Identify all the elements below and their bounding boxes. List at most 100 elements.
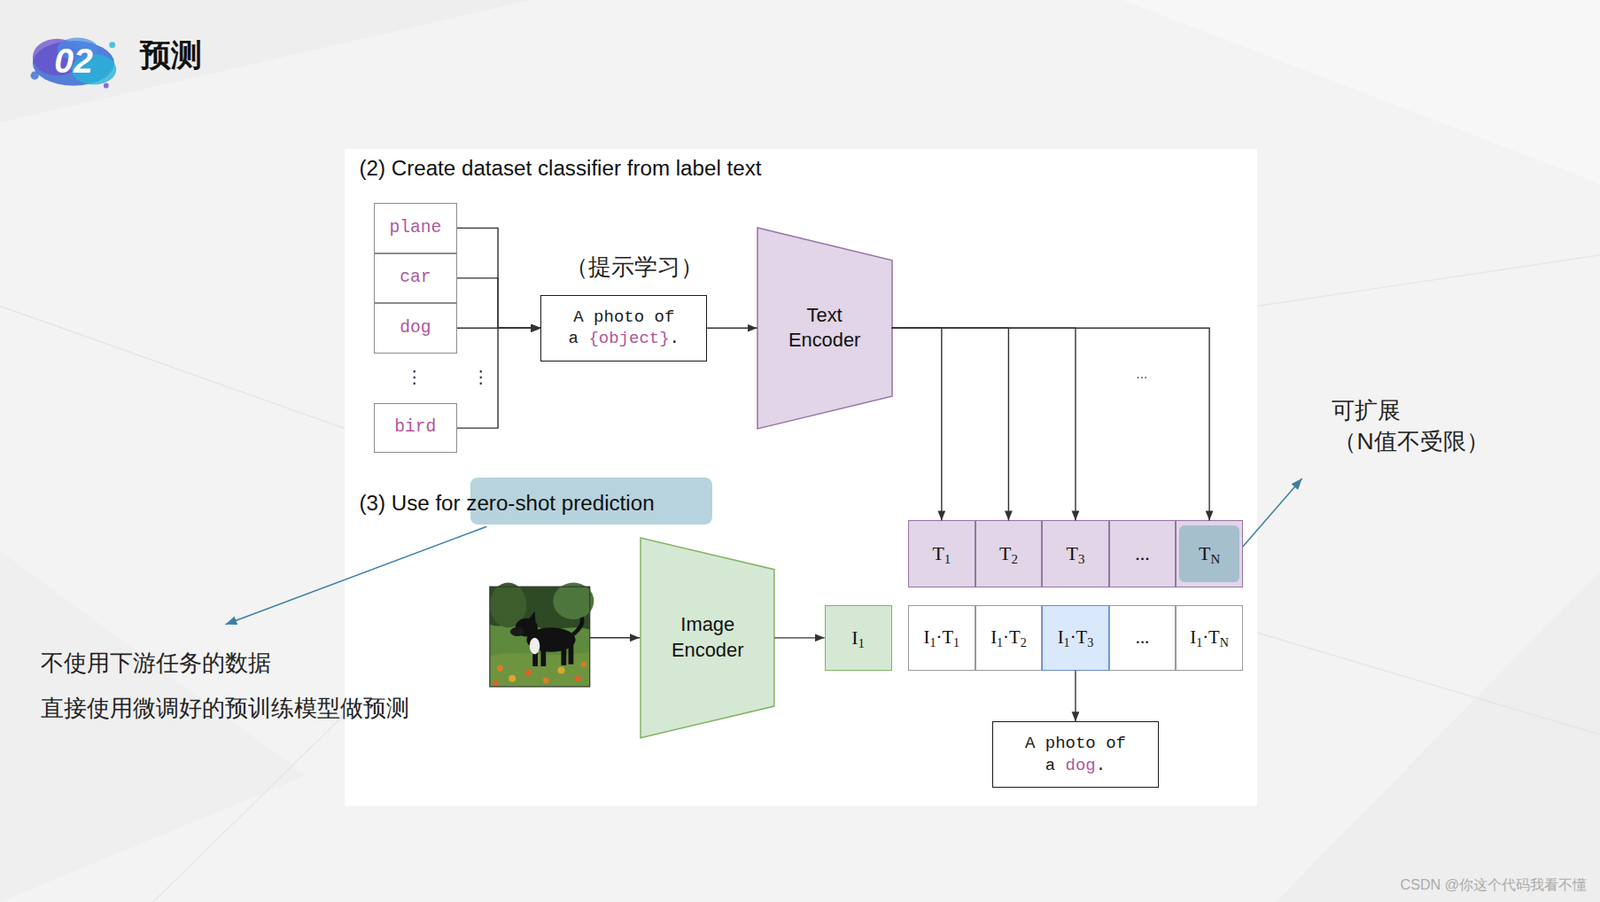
photo-flower: [508, 675, 516, 683]
node-text: dog: [399, 317, 431, 340]
callout-note: 直接使用微调好的预训练模型做预测: [40, 695, 410, 724]
photo-frame: [489, 586, 591, 687]
node-text: ...: [1135, 625, 1150, 650]
paper-crease: [1257, 255, 1600, 307]
class-label-box: bird: [373, 403, 458, 453]
node-text: I1·TN: [1189, 625, 1229, 650]
similarity-cell: ...: [1109, 605, 1177, 671]
node-text: I1·T3: [1057, 625, 1095, 650]
annotation: （提示学习）: [565, 253, 704, 282]
similarity-cell: I1·TN: [1175, 605, 1243, 671]
text-embedding-cell: T2: [975, 520, 1043, 588]
figure-panel: [344, 148, 1258, 807]
photo-flower: [497, 665, 504, 672]
dog-chest: [529, 637, 541, 654]
dog-snout: [510, 627, 525, 637]
photo-flower: [574, 675, 581, 682]
similarity-cell: I1·T3: [1041, 605, 1110, 671]
image-embedding-box: I1: [824, 605, 893, 671]
trapezoid-shape: [757, 227, 893, 429]
node-text: ...: [1134, 541, 1150, 567]
image-arrow: [590, 636, 640, 638]
node-text: T3: [1066, 541, 1086, 567]
ellipsis: ⋮: [405, 366, 424, 388]
class-label-box: dog: [373, 302, 458, 353]
ellipsis: ⋮: [472, 366, 490, 388]
photo-trees: [552, 582, 594, 620]
paper-crease: [0, 0, 531, 123]
callout-leader: [1241, 478, 1303, 549]
trapezoid-shape: [640, 537, 775, 738]
paper-crease: [1257, 632, 1600, 735]
paper-crease: [1275, 571, 1600, 902]
text-embedding-cell: T1: [908, 520, 976, 588]
connector-arrow: [774, 636, 824, 638]
section-number: 02: [54, 40, 94, 83]
node-text: plane: [388, 217, 442, 240]
node-text: T1: [932, 541, 951, 567]
step-heading: (3) Use for zero-shot prediction: [358, 489, 654, 516]
node-text: I1: [851, 625, 865, 651]
dog-ear: [528, 611, 536, 624]
watermark: CSDN @你这个代码我看不懂: [1400, 876, 1587, 894]
similarity-cell: I1·T1: [908, 605, 976, 671]
dog-leg: [568, 641, 575, 664]
connector-arrow: [457, 278, 541, 328]
callout-leader: [225, 526, 488, 625]
dog-leg: [560, 644, 567, 666]
node-text: Image Encoder: [662, 612, 753, 663]
badge-splash: [108, 41, 116, 48]
image-encoder: Image Encoder: [640, 537, 775, 738]
text-embedding-cell: ...: [1109, 520, 1177, 588]
prediction-result-box: A photo of a dog.: [992, 721, 1160, 788]
photo-ground: [489, 652, 591, 687]
connector-arrow: [892, 327, 1210, 521]
node-text: bird: [394, 416, 436, 439]
node-text: I1·T2: [990, 625, 1027, 650]
photo-flower: [525, 668, 532, 676]
dog-tail: [571, 617, 583, 637]
text-embedding-cell: TN: [1175, 520, 1243, 588]
class-label-box: plane: [373, 202, 458, 253]
trapezoid-outline: [640, 537, 775, 738]
node-text: TN: [1198, 541, 1220, 567]
ellipsis: ...: [1136, 365, 1148, 382]
slide-title: 预测: [139, 38, 202, 75]
text-encoder: Text Encoder: [757, 227, 893, 429]
similarity-cell: I1·T2: [975, 605, 1043, 671]
photo-flower: [557, 667, 565, 675]
badge-splash: [103, 83, 109, 89]
node-text: Text Encoder: [779, 302, 870, 354]
node-text: A photo of a {object}.: [566, 306, 683, 350]
dog-leg: [540, 645, 546, 667]
callout-note: 不使用下游任务的数据: [40, 649, 272, 678]
text-embedding-cell: T3: [1041, 520, 1110, 588]
trapezoid-outline: [757, 227, 893, 429]
callout-note: 可扩展: [1331, 396, 1401, 426]
node-text: I1·T1: [924, 625, 961, 650]
connector-arrow: [457, 327, 541, 329]
node-text: A photo of a dog.: [1017, 732, 1134, 777]
connector-arrow: [892, 327, 1076, 521]
connector-arrow: [706, 327, 757, 329]
photo-flower: [543, 677, 550, 684]
class-label-box: car: [373, 253, 458, 303]
prompt-template-box: A photo of a {object}.: [540, 295, 707, 362]
node-text: T2: [999, 541, 1018, 567]
photo-flower: [493, 680, 499, 686]
step-heading: (2) Create dataset classifier from label…: [358, 155, 762, 182]
dog-photo: [489, 582, 594, 687]
paper-crease: [0, 305, 345, 428]
connector-arrow: [457, 327, 541, 428]
paper-crease: [0, 551, 307, 902]
connector-arrow: [892, 327, 942, 521]
connector-arrow: [457, 227, 541, 328]
connector-arrow: [1074, 670, 1076, 723]
node-text: car: [399, 266, 431, 289]
badge-splash: [31, 71, 39, 80]
connector-arrow: [892, 327, 1010, 521]
callout-note: （N值不受限）: [1333, 427, 1489, 457]
paper-crease: [153, 714, 346, 902]
photo-flower: [581, 661, 587, 668]
